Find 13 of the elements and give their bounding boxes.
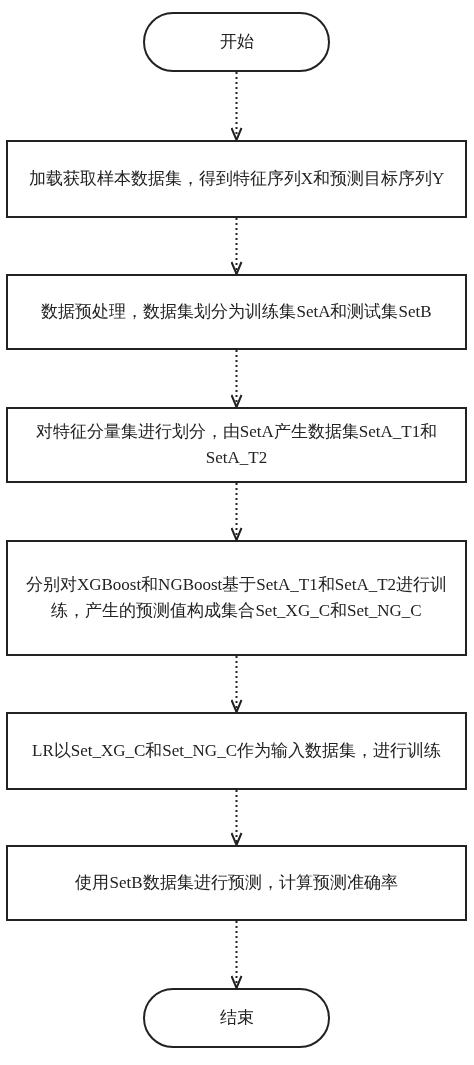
arrow xyxy=(230,655,243,713)
process-box: LR以Set_XG_C和Set_NG_C作为输入数据集，进行训练 xyxy=(6,712,467,790)
arrow xyxy=(230,349,243,408)
process-box: 对特征分量集进行划分，由SetA产生数据集SetA_T1和SetA_T2 xyxy=(6,407,467,483)
arrow xyxy=(230,920,243,989)
process-box: 数据预处理，数据集划分为训练集SetA和测试集SetB xyxy=(6,274,467,350)
process-box: 使用SetB数据集进行预测，计算预测准确率 xyxy=(6,845,467,921)
process-box: 加载获取样本数据集，得到特征序列X和预测目标序列Y xyxy=(6,140,467,218)
arrow xyxy=(230,482,243,541)
arrow xyxy=(230,217,243,275)
process-box: 分别对XGBoost和NGBoost基于SetA_T1和SetA_T2进行训练，产生的预测值构成集合Set_XG_C和Set_NG_C xyxy=(6,540,467,656)
arrow xyxy=(230,71,243,141)
arrow xyxy=(230,789,243,846)
